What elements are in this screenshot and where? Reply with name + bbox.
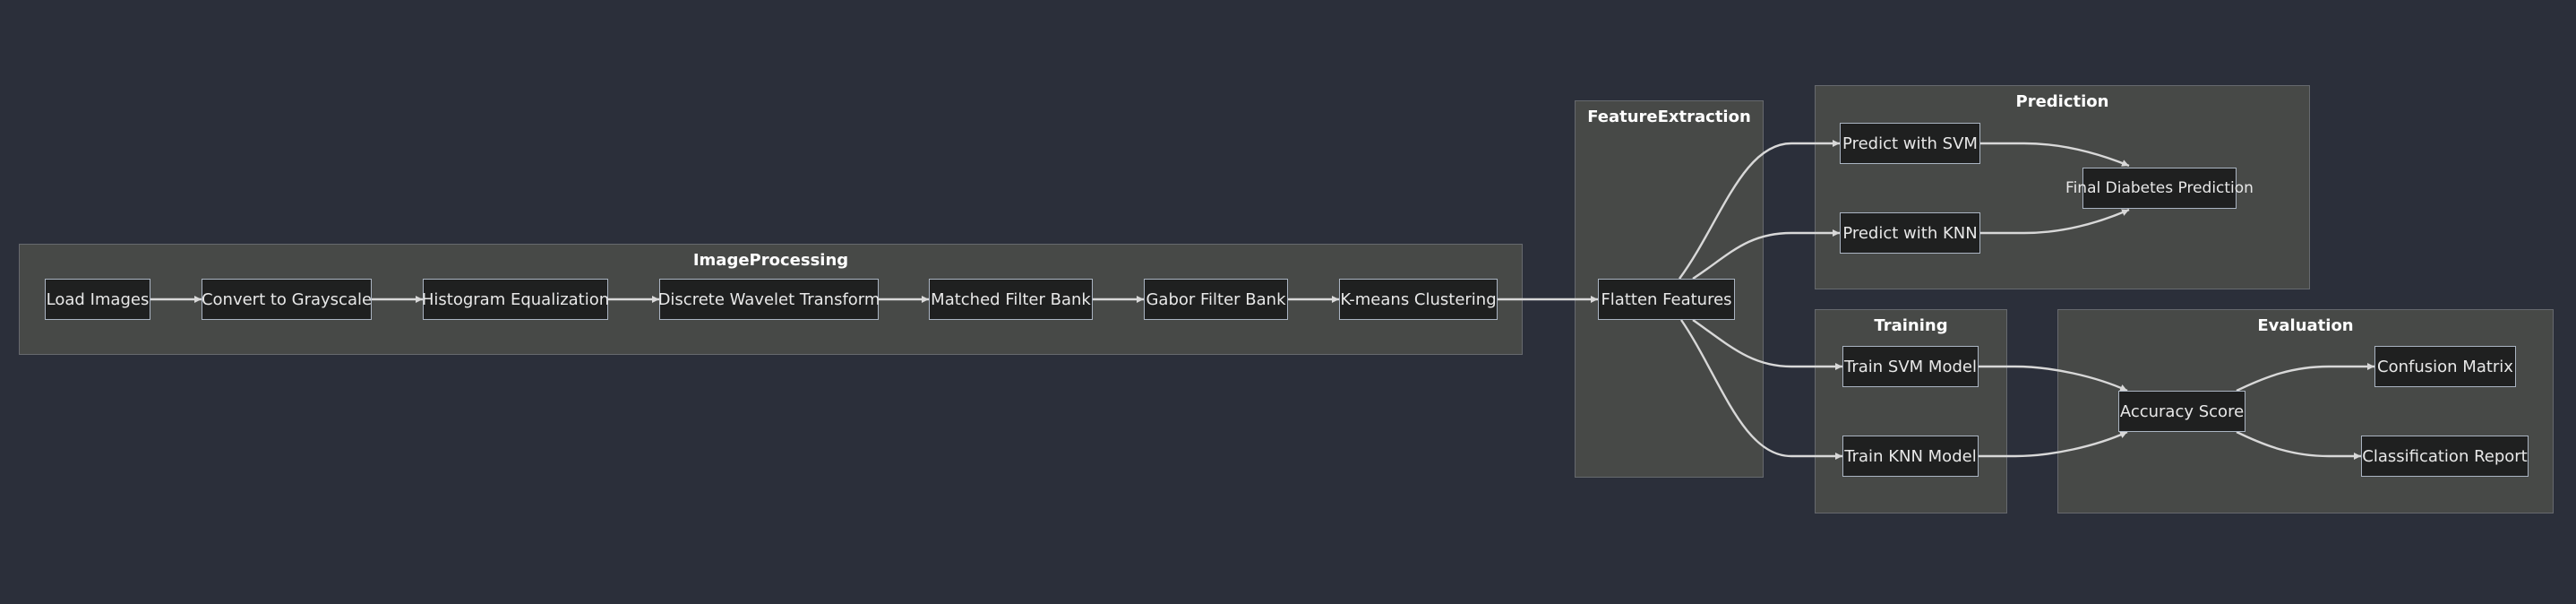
node-load-images: Load Images <box>45 279 150 320</box>
node-classification-report: Classification Report <box>2361 436 2529 477</box>
cluster-evaluation: Evaluation <box>2057 309 2554 513</box>
node-confusion-matrix: Confusion Matrix <box>2374 346 2516 387</box>
node-predict-knn: Predict with KNN <box>1840 212 1980 254</box>
node-convert-grayscale: Convert to Grayscale <box>202 279 372 320</box>
cluster-title-evaluation: Evaluation <box>2257 316 2354 335</box>
cluster-title-image-processing: ImageProcessing <box>692 251 849 270</box>
cluster-title-training: Training <box>1874 316 1948 335</box>
node-discrete-wavelet-transform: Discrete Wavelet Transform <box>658 279 880 320</box>
cluster-training: Training <box>1815 309 2007 513</box>
cluster-title-prediction: Prediction <box>2015 92 2109 111</box>
node-gabor-filter-bank: Gabor Filter Bank <box>1144 279 1288 320</box>
node-kmeans-clustering: K-means Clustering <box>1339 279 1498 320</box>
node-predict-svm: Predict with SVM <box>1840 123 1980 164</box>
node-accuracy-score: Accuracy Score <box>2118 391 2245 432</box>
node-final-diabetes-prediction: Final Diabetes Prediction <box>2065 168 2254 209</box>
node-train-knn: Train KNN Model <box>1842 436 1979 477</box>
node-train-svm: Train SVM Model <box>1842 346 1979 387</box>
node-matched-filter-bank: Matched Filter Bank <box>929 279 1093 320</box>
cluster-title-feature-extraction: FeatureExtraction <box>1587 108 1751 126</box>
node-histogram-equalization: Histogram Equalization <box>422 279 609 320</box>
node-flatten-features: Flatten Features <box>1598 279 1735 320</box>
